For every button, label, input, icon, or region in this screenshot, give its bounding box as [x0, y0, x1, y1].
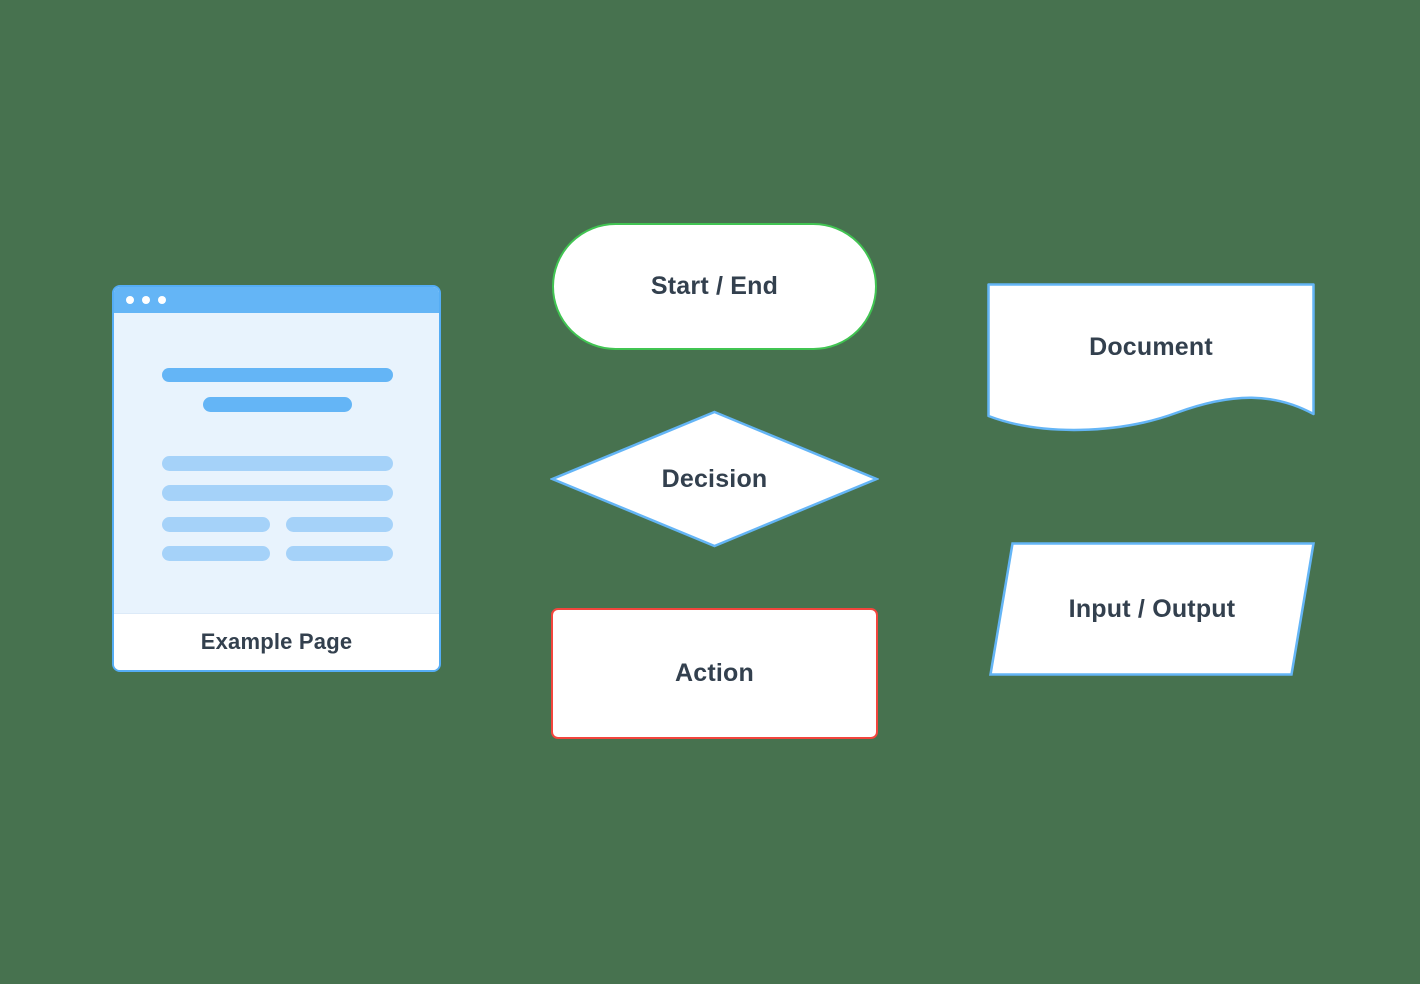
browser-header [114, 287, 439, 313]
content-bar [286, 546, 393, 561]
content-bar [162, 485, 393, 501]
decision-shape [550, 410, 879, 548]
document-path [987, 283, 1315, 432]
action-shape: Action [551, 608, 878, 739]
input-output-shape [989, 542, 1315, 676]
browser-footer: Example Page [114, 613, 439, 670]
window-dot-icon [126, 296, 134, 304]
browser-body [114, 313, 439, 613]
start-end-label: Start / End [650, 272, 779, 300]
start-end-shape: Start / End [552, 223, 877, 350]
window-dot-icon [158, 296, 166, 304]
document-shape [987, 283, 1315, 432]
content-bar [203, 397, 352, 412]
content-bar [286, 517, 393, 532]
browser-mockup: Example Page [112, 285, 441, 672]
action-label: Action [675, 659, 754, 687]
content-bar [162, 546, 270, 561]
example-page-label: Example Page [200, 629, 353, 654]
window-dot-icon [142, 296, 150, 304]
content-bar [162, 517, 270, 532]
content-bar [162, 456, 393, 471]
input-output-polygon [989, 542, 1315, 676]
decision-polygon [550, 410, 879, 548]
content-bar [162, 368, 393, 382]
